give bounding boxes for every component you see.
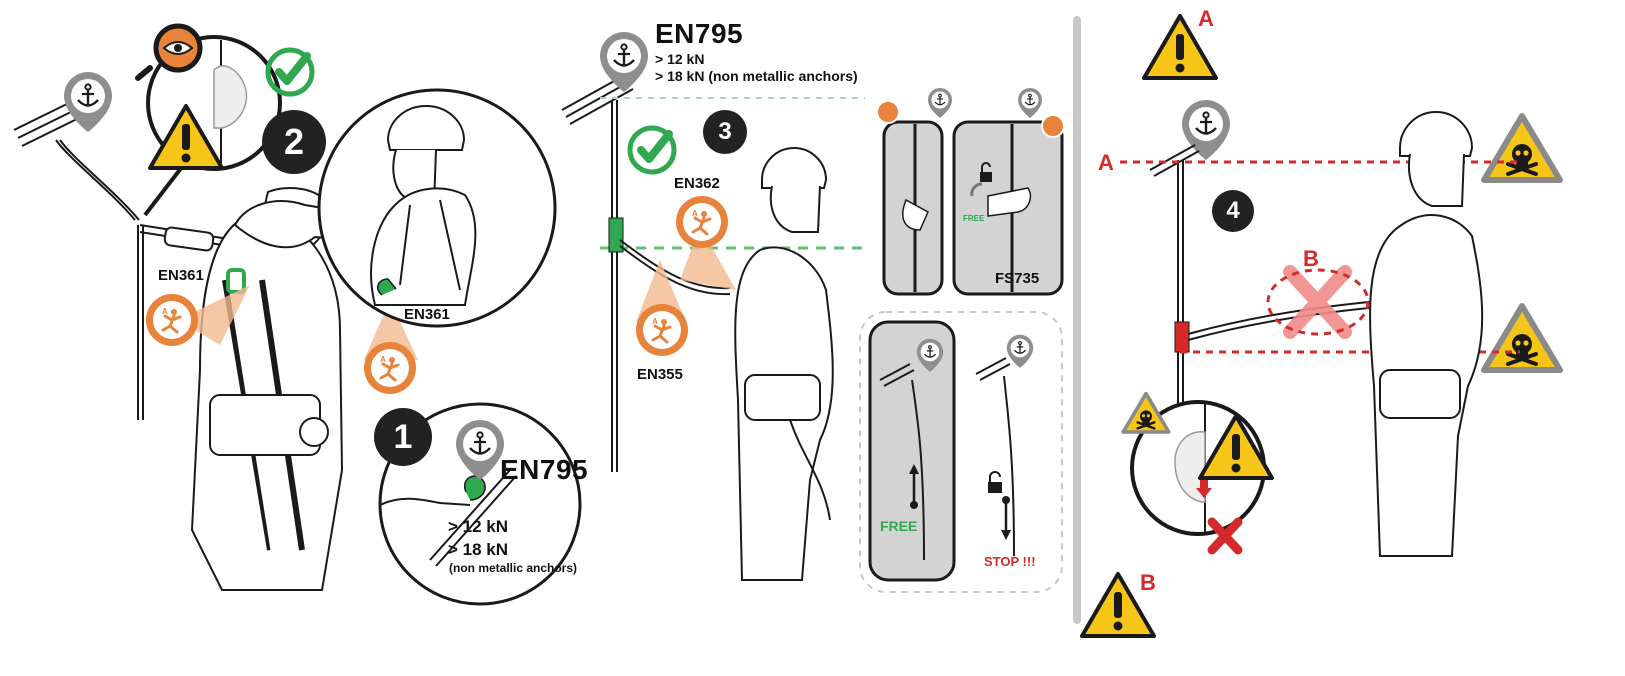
anchor-icon	[598, 30, 650, 94]
free-stop-frame	[859, 311, 1063, 593]
anchor-icon	[62, 70, 114, 134]
strength-18kn-step1: > 18 kN	[448, 540, 509, 559]
device-label-en361-right: EN361	[404, 306, 450, 323]
worker-side-view	[734, 147, 834, 581]
strength-12kn-step1: > 12 kN	[448, 517, 509, 536]
warning-a-letter: A	[1198, 6, 1214, 31]
anchor-line-a-label: A	[1098, 150, 1114, 175]
step-4-badge: 4	[1212, 190, 1254, 232]
checkmark-icon	[630, 128, 674, 172]
fall-arrester-label-en355: EN355	[637, 366, 683, 383]
zone-b-label: B	[1303, 246, 1319, 271]
anchor-rail-left	[13, 99, 84, 147]
fall-arrest-icon	[1041, 114, 1065, 138]
strength-note-step1: (non metallic anchors)	[449, 561, 578, 575]
zoom-circle-front-view	[317, 88, 557, 328]
checkmark-icon	[268, 50, 312, 94]
device-panel-left	[876, 87, 953, 296]
step-1-badge: 1	[374, 408, 432, 466]
device-model-label: FS735	[995, 270, 1040, 287]
panel-1-2	[13, 23, 582, 606]
free-small-label: FREE	[963, 214, 985, 223]
padlock-icon	[988, 471, 1002, 493]
strength-18kn-step3: > 18 kN (non metallic anchors)	[655, 68, 858, 84]
skull-crossbones-icon	[1484, 306, 1560, 370]
lanyard-label-en362: EN362	[674, 175, 720, 192]
strength-12kn-step3: > 12 kN	[655, 51, 705, 67]
skull-crossbones-icon	[1484, 116, 1560, 180]
fall-arrest-icon	[634, 302, 690, 358]
fall-arrester-device	[1174, 321, 1190, 353]
fall-arrester-device	[608, 217, 624, 253]
stop-panel	[975, 334, 1034, 557]
stop-label: STOP !!!	[984, 554, 1036, 569]
anchor-standard-step1: EN795	[500, 454, 589, 485]
padlock-icon	[980, 162, 992, 182]
step-2-badge: 2	[262, 110, 326, 174]
zoom-circle-anchor	[378, 402, 582, 606]
device-label-en361-left: EN361	[158, 267, 204, 284]
panel-4	[1080, 14, 1560, 638]
fall-arrest-icon	[674, 194, 730, 250]
fall-arrest-icon	[144, 292, 200, 348]
anchor-standard-step3: EN795	[655, 18, 744, 49]
eye-icon	[135, 23, 203, 81]
zone-b-forbidden	[1266, 265, 1370, 339]
free-panel	[868, 320, 956, 582]
device-panel-right	[952, 87, 1065, 296]
callout-beam	[364, 300, 418, 360]
anchor-icon	[1180, 98, 1232, 162]
worker-side-view	[1369, 111, 1484, 557]
zoom-circle-device-check	[1130, 400, 1274, 536]
free-label: FREE	[880, 518, 918, 534]
fall-arrest-icon	[876, 100, 900, 124]
cross-icon	[1207, 517, 1243, 555]
panel-3	[561, 30, 1065, 593]
warning-b-letter: B	[1140, 570, 1156, 595]
step-3-badge: 3	[703, 110, 747, 154]
fall-arrest-icon	[362, 340, 418, 396]
lanyard	[55, 139, 236, 420]
